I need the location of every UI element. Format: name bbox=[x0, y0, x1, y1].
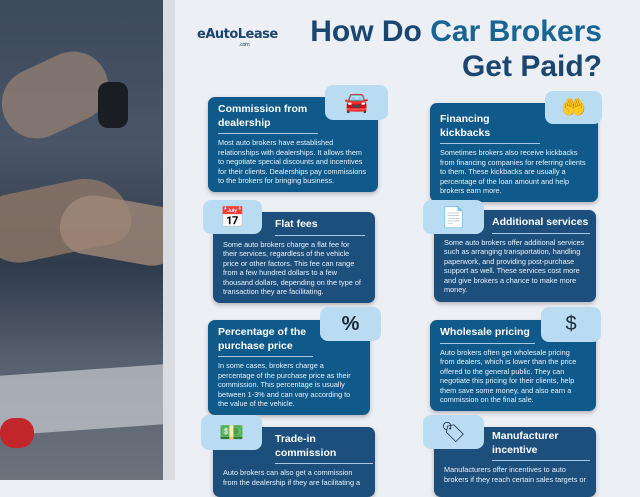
hand-money-icon: 🤲 bbox=[545, 91, 602, 124]
card-body: Manufacturers offer incentives to auto b… bbox=[444, 465, 586, 484]
handshake-photo bbox=[0, 0, 163, 480]
calendar-dollar-icon: 📅 bbox=[203, 200, 262, 234]
documents-icon: 📄 bbox=[423, 200, 484, 234]
percent-icon: % bbox=[320, 307, 381, 341]
card-body: Sometimes brokers also receive kickbacks… bbox=[440, 148, 586, 196]
card-title: Additional services bbox=[492, 216, 590, 234]
card-title: Flat fees bbox=[275, 218, 365, 236]
card-body: Auto brokers can also get a commission f… bbox=[223, 468, 361, 487]
hand bbox=[55, 190, 163, 270]
logo-sub: .com bbox=[239, 42, 250, 48]
card-body: Some auto brokers charge a flat fee for … bbox=[223, 239, 361, 297]
card-title: Manufacturer incentive bbox=[492, 430, 590, 462]
divider-strip bbox=[163, 0, 175, 480]
toy-car bbox=[0, 418, 34, 448]
logo-text: eAutoLease bbox=[197, 27, 278, 42]
title-part: Get Paid? bbox=[461, 50, 602, 84]
car-dollar-icon: 🚘 bbox=[325, 85, 388, 120]
card-title: Commission from dealership bbox=[218, 103, 318, 135]
dollar-circle-icon: $ bbox=[541, 307, 601, 342]
card-title: Wholesale pricing bbox=[440, 326, 535, 344]
card-title: Trade-in commission bbox=[275, 433, 373, 465]
price-tag-icon: 🏷 bbox=[423, 415, 484, 449]
card-title: Financing kickbacks bbox=[440, 113, 540, 145]
card-body: In some cases, brokers charge a percenta… bbox=[218, 361, 351, 409]
logo: eAutoLease.com bbox=[197, 27, 278, 48]
title-highlight: Car Brokers bbox=[430, 15, 602, 48]
card-body: Most auto brokers have established relat… bbox=[218, 138, 367, 186]
card-body: Some auto brokers offer additional servi… bbox=[444, 237, 585, 295]
card-body: Auto brokers often get wholesale pricing… bbox=[440, 347, 577, 405]
cash-exchange-icon: 💵 bbox=[201, 415, 262, 450]
title-part: How Do bbox=[310, 15, 431, 48]
car-key bbox=[98, 82, 128, 128]
card-title: Percentage of the purchase price bbox=[218, 326, 313, 358]
